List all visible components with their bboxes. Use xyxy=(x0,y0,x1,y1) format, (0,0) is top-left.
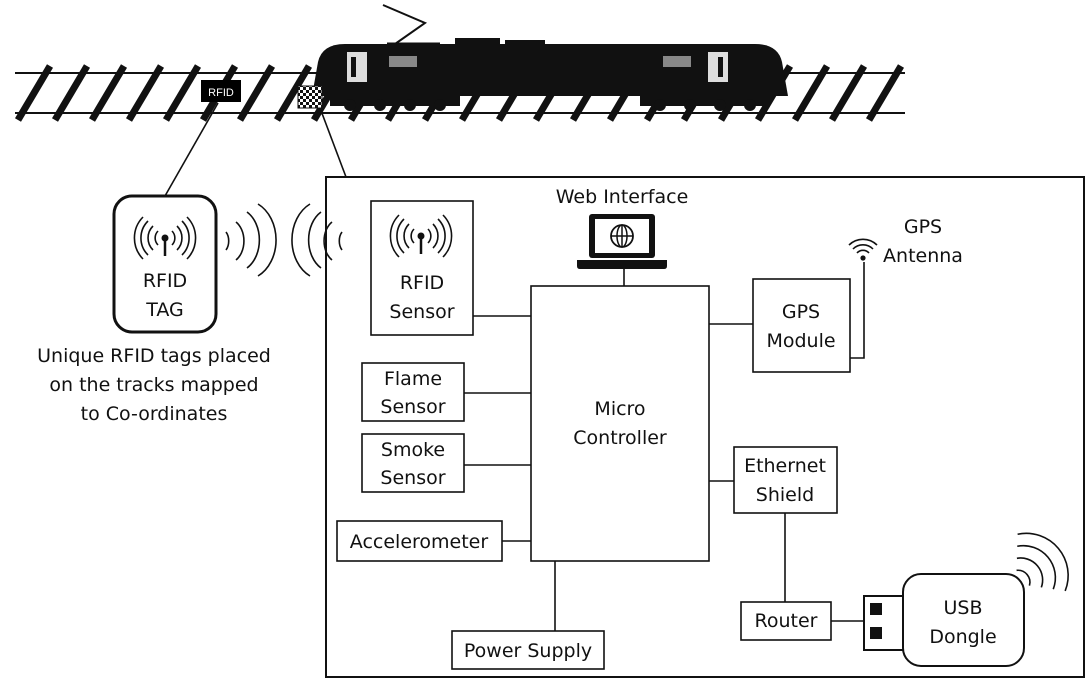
router-label: Router xyxy=(755,610,818,632)
accelerometer-block: Accelerometer xyxy=(336,520,503,562)
ethernet-shield-block: Ethernet Shield xyxy=(733,446,838,514)
rfid-caption-1: Unique RFID tags placed xyxy=(37,345,271,367)
micro-controller-label-2: Controller xyxy=(573,427,667,449)
reader-link-line xyxy=(319,107,347,178)
gps-module-block: GPS Module xyxy=(752,278,851,373)
smoke-sensor-label-2: Sensor xyxy=(380,467,445,489)
laptop-globe-icon xyxy=(577,214,667,269)
flame-sensor-label-2: Sensor xyxy=(380,396,445,418)
track-sleeper xyxy=(865,64,905,122)
track-sleeper xyxy=(14,64,54,122)
track-sleeper xyxy=(162,64,202,122)
micro-controller-block: Micro Controller xyxy=(530,285,710,562)
rfid-sensor-label-2: Sensor xyxy=(389,301,454,323)
rfid-caption-3: to Co-ordinates xyxy=(81,403,228,425)
rfid-tag-node: RFID TAG xyxy=(112,194,218,334)
flame-sensor-label-1: Flame xyxy=(384,368,442,390)
signal-wave-icon xyxy=(1016,532,1069,592)
flame-sensor-block: Flame Sensor xyxy=(361,362,465,422)
usb-dongle-label-2: Dongle xyxy=(929,626,996,648)
train-reader-module xyxy=(297,85,323,109)
track-rfid-tag: RFID xyxy=(201,80,241,102)
usb-dongle-label-1: USB xyxy=(943,597,982,619)
track-sleeper xyxy=(51,64,91,122)
track-sleeper xyxy=(791,64,831,122)
connection-wires xyxy=(464,262,865,631)
track-sleeper xyxy=(125,64,165,122)
gps-antenna-label-1: GPS xyxy=(904,216,942,238)
rfid-caption-2: on the tracks mapped xyxy=(49,374,258,396)
power-supply-block: Power Supply xyxy=(451,630,605,670)
tag-link-line xyxy=(164,102,219,197)
ethernet-shield-label-1: Ethernet xyxy=(744,455,826,477)
smoke-sensor-label-1: Smoke xyxy=(381,439,445,461)
ethernet-shield-label-2: Shield xyxy=(756,484,814,506)
track-sleeper xyxy=(273,64,313,122)
rfid-tag-title-2: TAG xyxy=(145,299,184,321)
track-sleeper xyxy=(828,64,868,122)
rfid-antenna-icon xyxy=(133,216,197,260)
rfid-sensor-block: RFID Sensor xyxy=(370,200,474,336)
signal-wave-icon xyxy=(225,203,343,277)
rfid-sensor-label-1: RFID xyxy=(400,272,444,294)
track-sleeper xyxy=(236,64,276,122)
gps-module-label-2: Module xyxy=(766,330,835,352)
power-supply-label: Power Supply xyxy=(464,640,592,662)
gps-antenna: GPS Antenna xyxy=(848,216,963,267)
usb-connector-icon xyxy=(863,595,905,651)
gps-antenna-label-2: Antenna xyxy=(883,245,963,267)
router-block: Router xyxy=(740,601,832,641)
micro-controller-label-1: Micro xyxy=(594,398,645,420)
usb-dongle-block: USB Dongle xyxy=(863,532,1069,667)
gps-module-label-1: GPS xyxy=(782,301,820,323)
track-sleeper xyxy=(88,64,128,122)
web-interface-label: Web Interface xyxy=(556,186,689,208)
accelerometer-label: Accelerometer xyxy=(350,531,489,553)
smoke-sensor-block: Smoke Sensor xyxy=(361,433,465,493)
web-interface: Web Interface xyxy=(556,186,689,269)
rfid-tag-title-1: RFID xyxy=(143,270,187,292)
train-icon xyxy=(312,4,788,111)
rfid-antenna-icon xyxy=(389,214,453,258)
wifi-icon xyxy=(848,238,878,261)
onboard-system-frame xyxy=(325,176,1085,678)
track-tag-label: RFID xyxy=(208,87,234,99)
